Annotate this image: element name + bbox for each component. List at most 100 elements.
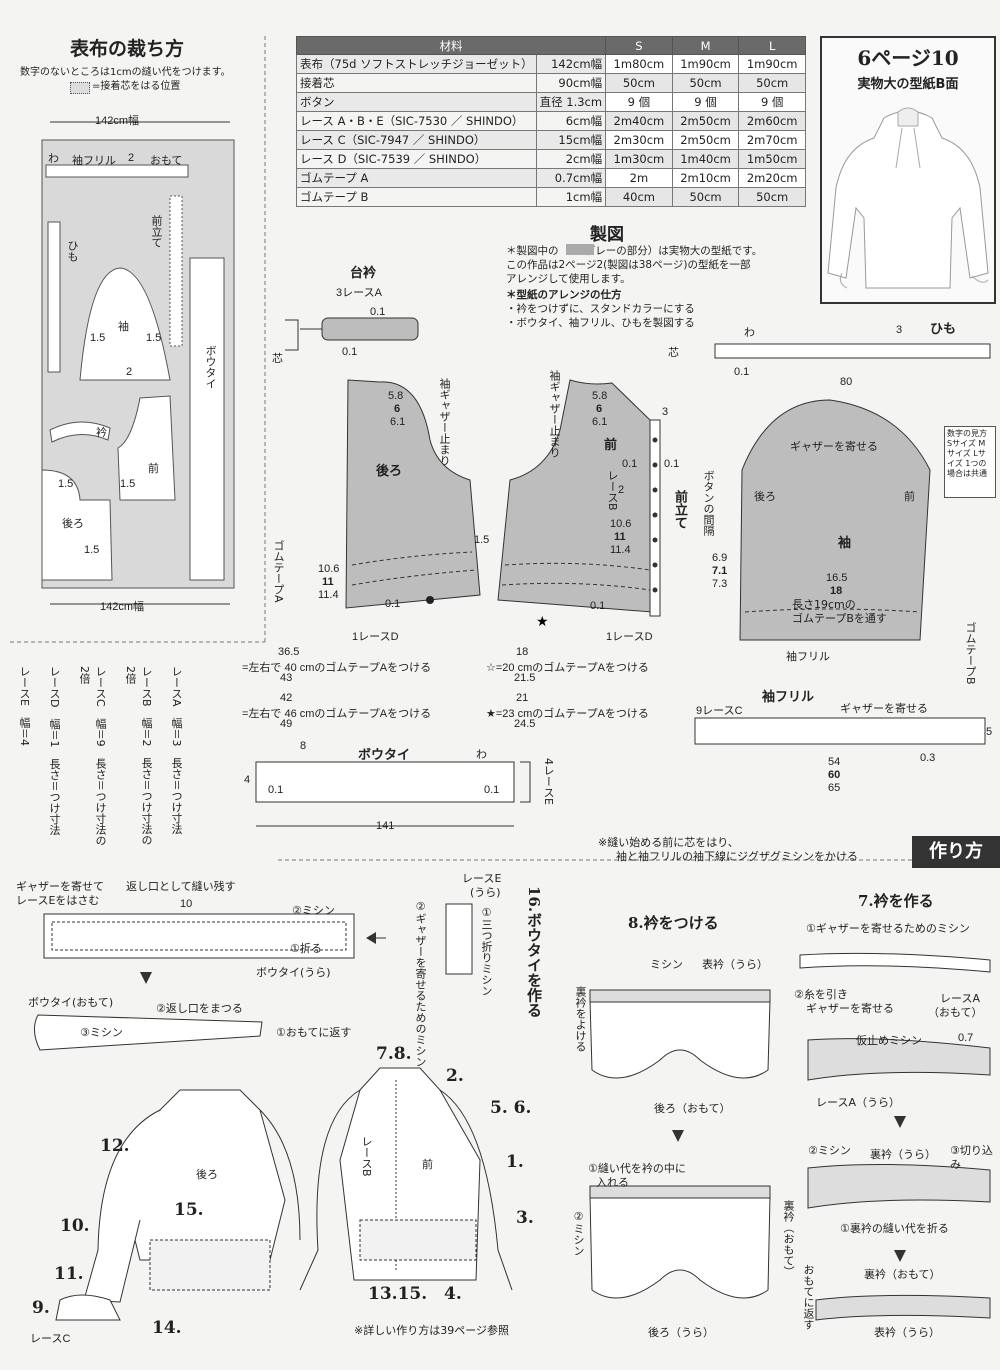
sleeve-label: 袖	[838, 536, 852, 551]
step16-note: ②ギャザーを寄せるためのミシン	[414, 900, 427, 1067]
list-item: レースE 幅＝4	[18, 666, 31, 746]
gomu-note: 18	[516, 646, 529, 658]
step7-note: レースA（うら）	[816, 1096, 900, 1109]
assembly-step: 9.	[32, 1298, 50, 1318]
step8-title: 8.衿をつける	[628, 914, 719, 932]
step8-note: ②ミシン	[572, 1210, 585, 1256]
dim-label: 8	[300, 740, 307, 752]
step7-note: 裏衿（うら）	[870, 1148, 936, 1161]
drafting-note: ＊型紙のアレンジの仕方	[506, 289, 622, 301]
dim-label: 5	[986, 726, 993, 738]
assembly-lace-b: レースB	[360, 1136, 373, 1177]
cutting-note: 数字のないところは1cmの縫い代をつけます。	[20, 67, 231, 78]
pattern-subtitle: 実物大の型紙B面	[857, 77, 959, 92]
dim-label: 141	[376, 820, 395, 832]
fabric-width-top: 142cm幅	[95, 115, 140, 127]
dim-label: 0.1	[664, 458, 680, 470]
list-item: レースB 幅＝2 長さ＝つけ寸法の2倍	[124, 666, 153, 846]
step8-note: 裏衿（おもて）	[782, 1200, 795, 1277]
fold-label: わ	[744, 327, 755, 339]
step8-note: 入れる	[596, 1176, 629, 1189]
sleeve-note: 長さ19cmの	[792, 598, 856, 611]
dim-label: 16.5	[826, 572, 848, 584]
step7-note: 0.7	[958, 1032, 974, 1044]
fold-label: わ	[476, 749, 487, 761]
pattern-box: 6ページ10 実物大の型紙B面	[820, 36, 996, 304]
step16-note: ボウタイ(うら)	[256, 966, 331, 979]
sleeve-frill-label: 袖フリル	[786, 650, 830, 663]
assembly-step: 2.	[446, 1066, 464, 1086]
dim-label: 54	[828, 756, 841, 768]
sleeve-note: ゴムテープBを通す	[792, 612, 887, 625]
assembly-step: 14.	[152, 1318, 182, 1338]
dim-label: 5.8	[388, 390, 404, 402]
dim-label: 4	[244, 774, 251, 786]
step16-note: レースE	[462, 872, 502, 885]
dim-label: 7.1	[712, 565, 728, 577]
dim-label: 11	[322, 576, 334, 588]
gomu-note: 24.5	[514, 718, 536, 730]
collar-band-label: 台衿	[350, 266, 377, 281]
step7-note: ②ミシン	[808, 1144, 851, 1157]
gather-label: ギャザーを寄せる	[790, 440, 878, 453]
lace-a-label: 3レースA	[336, 287, 382, 299]
gather-label: ギャザーを寄せる	[840, 702, 928, 715]
dim-label: 10.6	[318, 563, 340, 575]
step16-note: ①三つ折りミシン	[480, 906, 493, 996]
piece-maetate: 前立て	[150, 215, 163, 248]
size-legend: 数字の見方 Sサイズ Mサイズ Lサイズ 1つの場合は共通	[944, 426, 996, 498]
assembly-step: 12.	[100, 1136, 130, 1156]
fold-label: わ	[48, 153, 59, 165]
step7-note: ②糸を引き	[794, 988, 848, 1001]
step16-note: ギャザーを寄せて	[16, 880, 104, 893]
dim-label: 2	[618, 484, 625, 496]
dim-label: 3	[662, 406, 669, 418]
lace-list: レースA 幅＝3 長さ＝つけ寸法 レースB 幅＝2 長さ＝つけ寸法の2倍 レース…	[16, 666, 184, 846]
dim-label: 11.4	[610, 544, 631, 556]
assembly-back-label: 後ろ	[196, 1168, 218, 1181]
step7-note: （おもて）	[928, 1006, 983, 1019]
dim-label: 0.1	[385, 598, 401, 610]
pre-note: 袖と袖フリルの袖下線にジグザグミシンをかける	[616, 850, 858, 863]
step7-note: 裏衿（おもて）	[864, 1268, 941, 1281]
gomu-b-label: ゴムテープB	[964, 622, 977, 685]
assembly-step: 4.	[444, 1284, 462, 1304]
step16-note: 返し口として縫い残す	[126, 880, 236, 893]
piece-sleeve: 袖	[118, 321, 129, 333]
blouse-photo-illustration	[827, 107, 989, 289]
gomu-note: 42	[280, 692, 293, 704]
step16-note: ②返し口をまつる	[156, 1002, 243, 1015]
gather-stop-label: 袖ギャザー止まり	[438, 378, 451, 466]
interfacing-label: 芯	[668, 347, 679, 359]
dim-label: 1.5	[474, 534, 490, 546]
assembly-step: 7.8.	[376, 1044, 412, 1064]
list-item: レースA 幅＝3 長さ＝つけ寸法	[170, 666, 183, 835]
dim-label: 18	[830, 585, 843, 597]
lace-d-label: 1レースD	[352, 631, 399, 643]
gomu-note: ★=23 cmのゴムテープAをつける	[486, 708, 649, 720]
gray-swatch	[566, 244, 594, 255]
lace-b-label: レースB	[606, 470, 619, 511]
piece-frill: 袖フリル	[72, 155, 116, 167]
piece-collar: 衿	[96, 427, 107, 439]
list-item: レースD 幅＝1 長さ＝つけ寸法	[48, 666, 61, 836]
howto-title: 作り方	[912, 836, 1000, 868]
dim-label: 65	[828, 782, 841, 794]
table-header: 材料	[295, 36, 607, 55]
seam-mark: 1.5	[90, 332, 106, 344]
fabric-width-bottom: 142cm幅	[100, 601, 145, 613]
seam-mark: 1.5	[146, 332, 162, 344]
cutting-title: 表布の裁ち方	[70, 38, 185, 60]
drafting-note: ・衿をつけずに、スタンドカラーにする	[506, 303, 695, 315]
gomu-note: 49	[280, 718, 293, 730]
step7-note: ①ギャザーを寄せるためのミシン	[806, 922, 970, 935]
step16-note: レースEをはさむ	[16, 894, 100, 907]
interfacing-swatch	[70, 82, 90, 94]
step7-note: おもてに返す	[802, 1264, 815, 1330]
